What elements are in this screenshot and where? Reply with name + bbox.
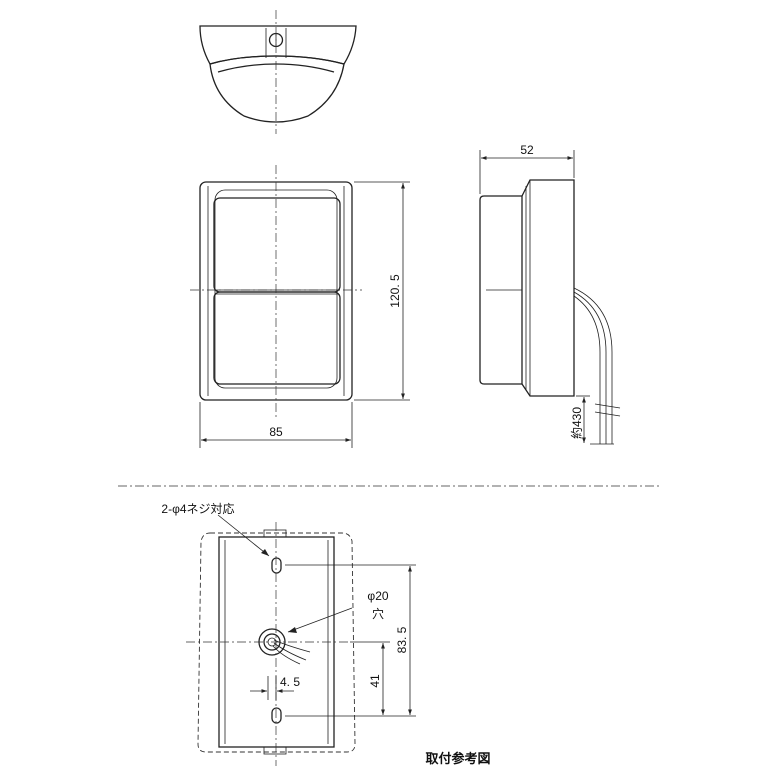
height-dimension-label: 120. 5	[388, 274, 402, 308]
side-view	[479, 179, 613, 444]
width-dimension-label: 85	[269, 425, 283, 439]
hole-center-offset-label: 41	[368, 674, 382, 688]
side-dimensions: 52 約430	[479, 143, 621, 445]
front-dimensions: 85 120. 5	[199, 181, 410, 448]
lower-screw-slot	[271, 707, 282, 724]
hole-pitch-label: 83. 5	[395, 626, 409, 653]
upper-screw-slot	[271, 557, 282, 574]
depth-dimension-label: 52	[520, 143, 534, 157]
screw-note-label: 2-φ4ネジ対応	[161, 502, 234, 516]
hole-suffix-label: 穴	[372, 606, 384, 621]
front-view	[190, 165, 362, 418]
figure-caption: 取付参考図	[425, 751, 490, 767]
hole-offset-label: 4. 5	[280, 675, 300, 689]
mounting-view	[186, 522, 356, 766]
mounting-dimensions: 2-φ4ネジ対応 φ20 穴 83. 5 41 4. 5	[161, 502, 416, 717]
cable-length-label: 約430	[569, 407, 584, 439]
hole-diameter-label: φ20	[367, 589, 388, 603]
top-view	[199, 10, 357, 134]
